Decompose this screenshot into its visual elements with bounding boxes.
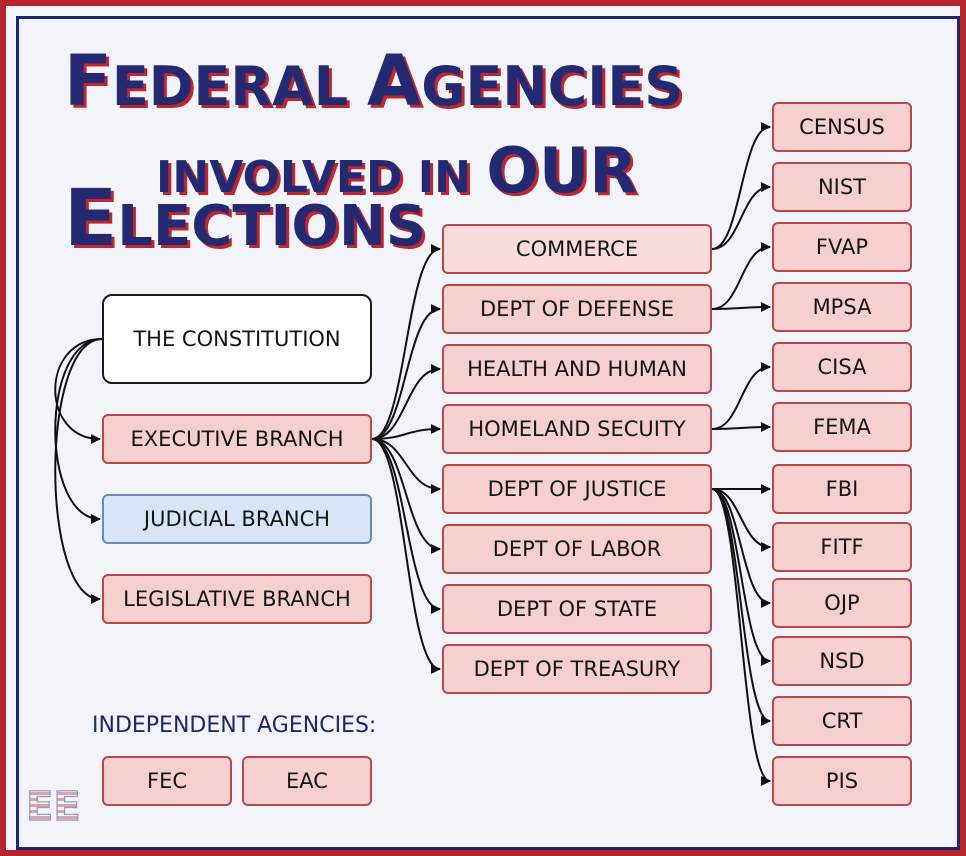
commerce-connector: [711, 182, 771, 250]
title-letter: E: [64, 174, 118, 264]
justice-connector: [711, 488, 771, 608]
poster-inner-border: [16, 16, 960, 850]
title-text: EDERAL: [111, 55, 368, 118]
independent-fec-box: FEC: [102, 756, 232, 806]
defense-connector: [711, 302, 771, 313]
executive-connector: [371, 304, 441, 440]
executive-connector: [371, 438, 441, 614]
independent-agencies-label: INDEPENDENT AGENCIES:: [92, 713, 377, 738]
executive-connector: [371, 424, 441, 440]
executive-connector: [371, 438, 441, 494]
legislative-branch-box: LEGISLATIVE BRANCH: [102, 574, 372, 624]
homeland-connector: [711, 362, 771, 430]
agency-ojp-box: OJP: [772, 578, 912, 628]
agency-census-box: CENSUS: [772, 102, 912, 152]
dept-treasury-box: DEPT OF TREASURY: [442, 644, 712, 694]
agency-nsd-box: NSD: [772, 636, 912, 686]
dept-labor-box: DEPT OF LABOR: [442, 524, 712, 574]
justice-connector: [711, 488, 771, 666]
agency-crt-box: CRT: [772, 696, 912, 746]
agency-fitf-box: FITF: [772, 522, 912, 572]
executive-branch-box: EXECUTIVE BRANCH: [102, 414, 372, 464]
logo-text: EE: [26, 784, 81, 830]
ee-logo-icon: EE: [25, 783, 81, 830]
agency-pis-box: PIS: [772, 756, 912, 806]
dept-homeland-box: HOMELAND SECUITY: [442, 404, 712, 454]
justice-connector: [711, 488, 771, 786]
dept-commerce-box: COMMERCE: [442, 224, 712, 274]
justice-connector: [711, 488, 771, 552]
defense-connector: [711, 242, 771, 310]
title-line-3: ELECTIONS: [64, 180, 426, 258]
title-text: OUR: [486, 134, 638, 207]
agency-fema-box: FEMA: [772, 402, 912, 452]
dept-state-box: DEPT OF STATE: [442, 584, 712, 634]
title-letter: F: [64, 40, 112, 122]
independent-eac-box: EAC: [242, 756, 372, 806]
executive-connector: [371, 438, 441, 554]
constitution-connector: [54, 338, 103, 524]
constitution-connector: [54, 338, 103, 444]
judicial-branch-box: JUDICIAL BRANCH: [102, 494, 372, 544]
commerce-connector: [711, 122, 771, 250]
title-line-1: FEDERAL AGENCIES: [64, 46, 683, 116]
title-text: INVOLVED IN: [156, 152, 487, 203]
constitution-connector: [54, 338, 103, 604]
agency-fbi-box: FBI: [772, 464, 912, 514]
executive-connector: [371, 364, 441, 440]
agency-mpsa-box: MPSA: [772, 282, 912, 332]
homeland-connector: [711, 422, 771, 433]
title-text: GENCIES: [421, 55, 684, 118]
dept-health-box: HEALTH AND HUMAN: [442, 344, 712, 394]
title-text: LECTIONS: [117, 194, 427, 259]
title-line-2: INVOLVED IN OUR: [156, 140, 637, 202]
dept-defense-box: DEPT OF DEFENSE: [442, 284, 712, 334]
executive-connector: [371, 244, 441, 440]
dept-justice-box: DEPT OF JUSTICE: [442, 464, 712, 514]
agency-fvap-box: FVAP: [772, 222, 912, 272]
agency-nist-box: NIST: [772, 162, 912, 212]
agency-cisa-box: CISA: [772, 342, 912, 392]
constitution-box: THE CONSTITUTION: [102, 294, 372, 384]
title-letter: A: [367, 40, 422, 122]
justice-connector: [711, 488, 771, 726]
executive-connector: [371, 438, 441, 674]
